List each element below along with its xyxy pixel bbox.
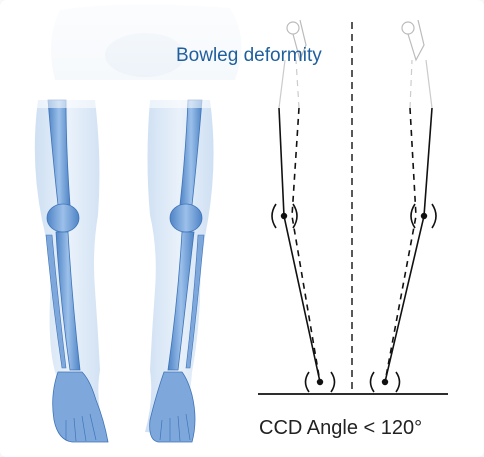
joint-marker-left-ankle bbox=[306, 372, 335, 392]
joint-marker-right-ankle bbox=[371, 372, 400, 392]
diagram-title: Bowleg deformity bbox=[176, 45, 322, 67]
left-leg-reference-line bbox=[292, 108, 320, 382]
right-leg-reference-line bbox=[385, 108, 416, 382]
ccd-angle-caption: CCD Angle < 120° bbox=[259, 417, 422, 440]
